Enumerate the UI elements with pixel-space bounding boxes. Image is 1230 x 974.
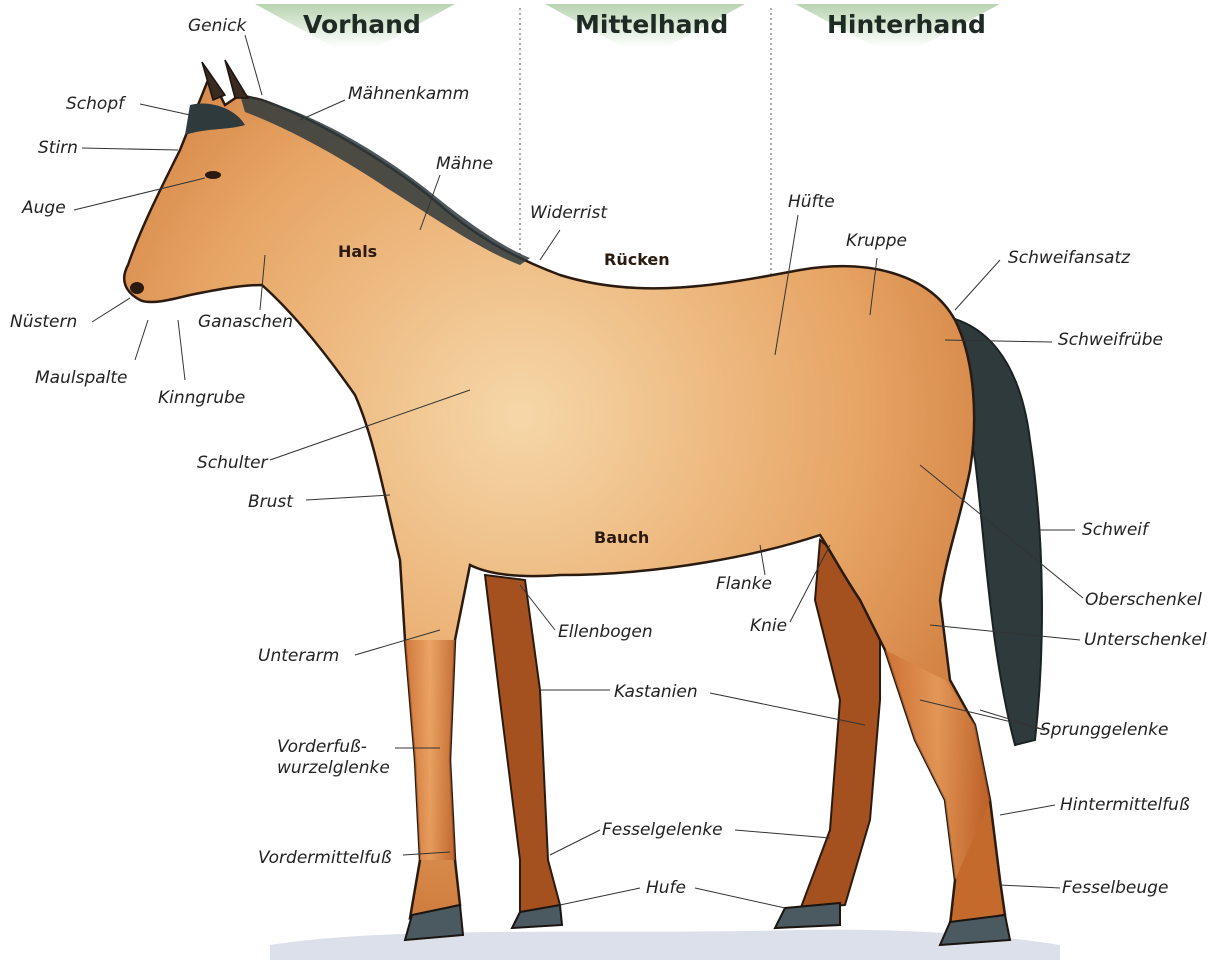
label-mane: Mähne [436, 156, 493, 173]
eye-mark [205, 171, 221, 179]
label-hooves: Hufe [646, 880, 686, 897]
label-gaskin: Unterschenkel [1084, 632, 1207, 649]
label-hind-cannon: Hintermittelfuß [1060, 797, 1190, 814]
label-eye: Auge [22, 200, 66, 217]
near-foreleg-shade [405, 640, 455, 860]
label-chin-groove: Kinngrube [158, 390, 245, 407]
label-neck: Hals [338, 244, 377, 260]
label-nostril: Nüstern [10, 314, 77, 331]
label-withers: Widerrist [530, 205, 607, 222]
nostril-mark [130, 282, 144, 294]
label-tail-dock: Schweifrübe [1058, 332, 1163, 349]
hoof-far-hind [775, 903, 840, 928]
label-crest: Mähnenkamm [348, 86, 469, 103]
label-fetlocks: Fesselgelenke [602, 822, 723, 839]
label-forearm: Unterarm [258, 648, 339, 665]
label-hip: Hüfte [788, 194, 835, 211]
label-cheek: Ganaschen [198, 314, 293, 331]
section-title-front: Vorhand [303, 10, 421, 39]
label-pastern: Fesselbeuge [1062, 880, 1168, 897]
label-tail: Schweif [1082, 522, 1148, 539]
label-thigh: Oberschenkel [1085, 592, 1202, 609]
label-fore-cannon: Vordermittelfuß [258, 850, 392, 867]
label-chestnuts: Kastanien [614, 684, 698, 701]
section-title-middle: Mittelhand [575, 10, 728, 39]
label-poll: Genick [188, 18, 246, 35]
section-title-hind: Hinterhand [827, 10, 986, 39]
label-forehead: Stirn [38, 140, 78, 157]
label-shoulder: Schulter [197, 455, 268, 472]
label-forelock: Schopf [66, 96, 124, 113]
label-chest: Brust [248, 494, 293, 511]
label-flank: Flanke [716, 576, 772, 593]
label-elbow: Ellenbogen [558, 624, 653, 641]
ear-right [225, 60, 248, 98]
label-hocks: Sprunggelenke [1040, 722, 1168, 739]
label-croup: Kruppe [846, 233, 907, 250]
label-stifle: Knie [750, 618, 787, 635]
far-foreleg [485, 575, 560, 915]
label-knee: Vorderfuß- wurzelglenke [277, 737, 390, 780]
label-tail-head: Schweifansatz [1008, 250, 1130, 267]
label-back: Rücken [604, 252, 670, 268]
label-mouth: Maulspalte [35, 370, 128, 387]
label-belly: Bauch [594, 530, 649, 546]
